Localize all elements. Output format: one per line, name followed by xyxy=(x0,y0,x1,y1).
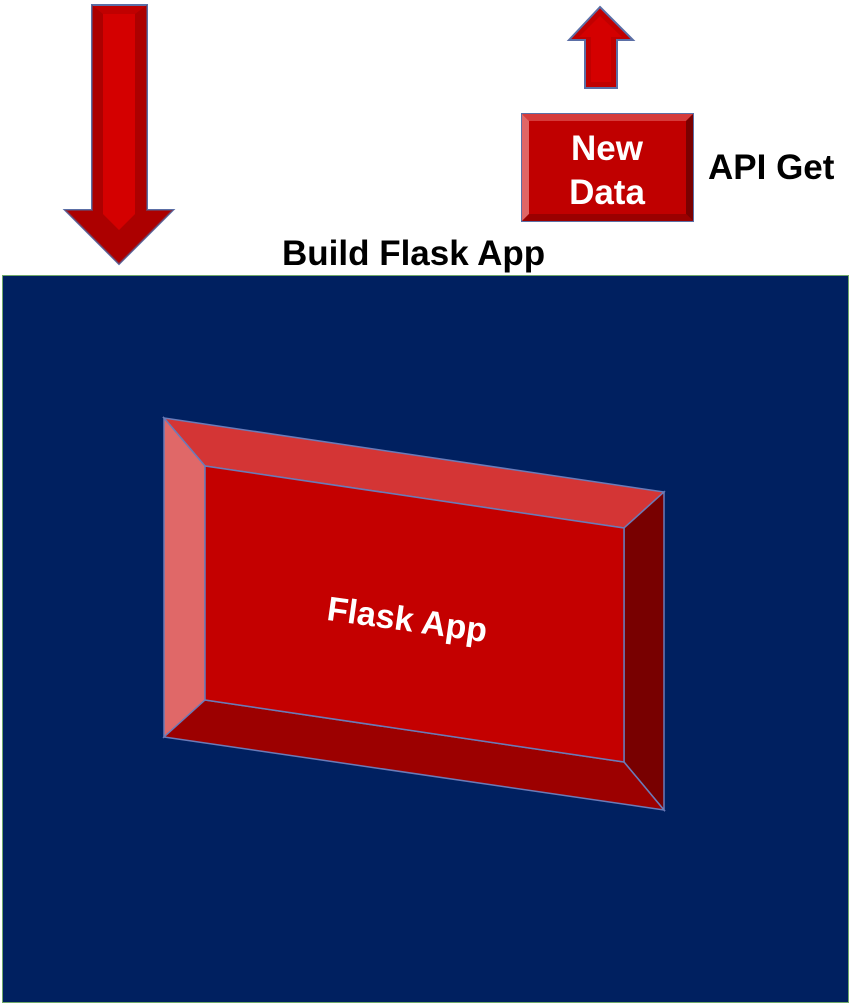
new-data-label: New Data xyxy=(524,127,690,215)
arrow-down-icon xyxy=(62,4,176,266)
api-get-label: API Get xyxy=(708,148,835,187)
new-data-line-1: New xyxy=(571,129,643,168)
flask-app-slab xyxy=(162,415,666,813)
arrow-up-icon xyxy=(566,5,636,89)
new-data-line-2: Data xyxy=(569,173,645,212)
diagram-title: Build Flask App xyxy=(282,234,546,273)
new-data-box xyxy=(521,113,694,222)
